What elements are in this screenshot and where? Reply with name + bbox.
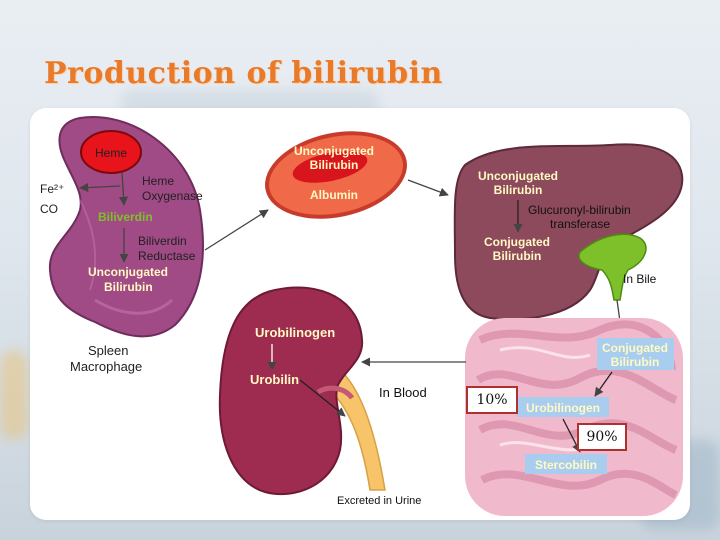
heme-oxygenase-label-2: Oxygenase — [142, 189, 203, 203]
heme-ellipse — [80, 130, 142, 174]
biliverdin-reductase-label-2: Reductase — [138, 249, 196, 263]
intestine-urobilinogen-label: Urobilinogen — [526, 401, 600, 415]
liver-conjugated-label-2: Bilirubin — [493, 249, 542, 263]
red-blood-cell — [265, 131, 407, 219]
intestine-conjugated-label-2: Bilirubin — [611, 355, 660, 369]
urobilin-label: Urobilin — [250, 372, 299, 387]
spleen-unconjugated-label-1: Unconjugated — [88, 265, 168, 279]
fe-label: Fe²⁺ — [40, 182, 64, 196]
enzyme-label-2: transferase — [550, 217, 610, 231]
biliverdin-reductase-label-1: Biliverdin — [138, 234, 187, 248]
spleen-label: Spleen — [88, 343, 128, 358]
enzyme-label-1: Glucuronyl-bilirubin — [528, 203, 631, 217]
rbc-unconjugated-label-1: Unconjugated — [294, 144, 374, 158]
intestine-conjugated-label-1: Conjugated — [602, 341, 668, 355]
page-title: Production of bilirubin — [44, 56, 443, 91]
heme-oxygenase-label-1: Heme — [142, 174, 174, 188]
spleen-unconjugated-label-2: Bilirubin — [104, 280, 153, 294]
urobilinogen-box — [517, 397, 609, 417]
liver-unconjugated-label-1: Unconjugated — [478, 169, 558, 183]
in-blood-label: In Blood — [379, 385, 427, 400]
spleen-shape — [48, 116, 204, 338]
macrophage-label: Macrophage — [70, 359, 142, 374]
liver-unconjugated-label-2: Bilirubin — [494, 183, 543, 197]
gallbladder — [578, 233, 647, 301]
kidney-urobilinogen-label: Urobilinogen — [255, 325, 335, 340]
percent-90-box: 90% — [577, 423, 627, 451]
percent-10-box: 10% — [466, 386, 518, 414]
background-blur-2 — [0, 350, 28, 440]
co-label: CO — [40, 202, 58, 216]
stercobilin-box — [525, 454, 607, 474]
kidney — [218, 286, 386, 496]
conjugated-box — [597, 338, 674, 370]
rbc-unconjugated-label-2: Bilirubin — [310, 158, 359, 172]
stercobilin-label: Stercobilin — [535, 458, 597, 472]
albumin-label: Albumin — [310, 188, 358, 202]
in-bile-label: In Bile — [623, 272, 657, 286]
heme-label: Heme — [95, 146, 127, 160]
liver-conjugated-label-1: Conjugated — [484, 235, 550, 249]
excreted-label: Excreted in Urine — [337, 495, 421, 507]
biliverdin-label: Biliverdin — [98, 210, 153, 224]
